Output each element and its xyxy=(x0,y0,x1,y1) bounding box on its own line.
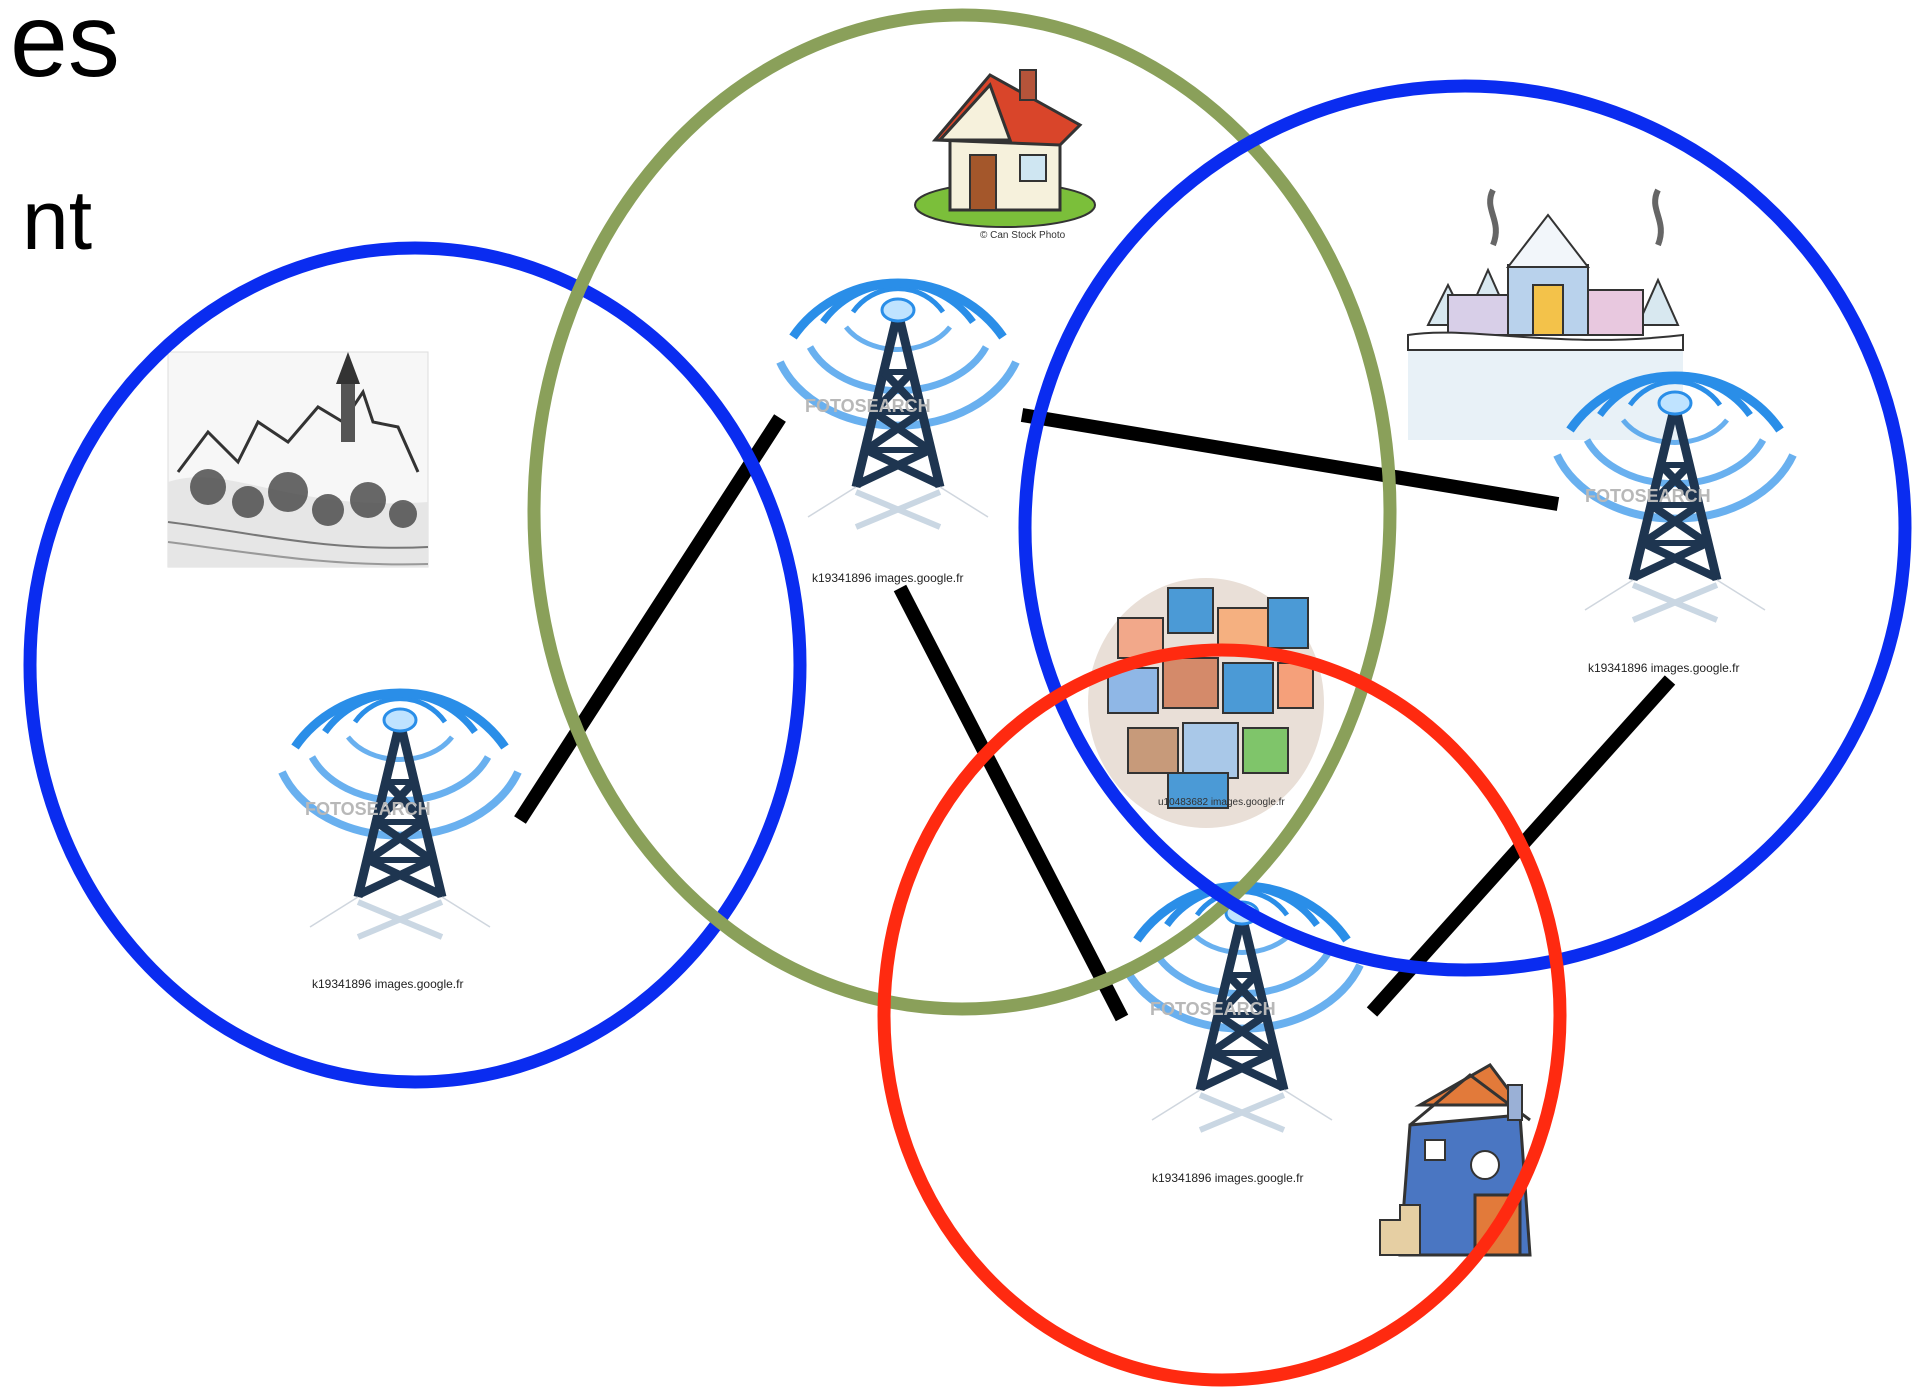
tower-watermark: FOTOSEARCH xyxy=(1150,999,1276,1019)
title-fragment: es xyxy=(10,0,120,99)
snowy-village-illustration xyxy=(1407,188,1684,440)
tower-caption: k19341896 images.google.fr xyxy=(1588,661,1739,675)
tower-caption: k19341896 images.google.fr xyxy=(812,571,963,585)
tower-caption: k19341896 images.google.fr xyxy=(1152,1171,1303,1185)
tower-caption: k19341896 images.google.fr xyxy=(312,977,463,991)
tower-watermark: FOTOSEARCH xyxy=(805,396,931,416)
colorful-town-illustration: u10483682 images.google.fr xyxy=(1088,578,1324,828)
tower-top-center: FOTOSEARCH k19341896 images.google.fr xyxy=(780,283,1016,585)
tower-left: FOTOSEARCH k19341896 images.google.fr xyxy=(282,693,518,991)
coverage-circles xyxy=(23,8,1912,1387)
tower-bottom: FOTOSEARCH k19341896 images.google.fr xyxy=(1124,886,1360,1185)
tower-watermark: FOTOSEARCH xyxy=(305,799,431,819)
village-sketch-illustration xyxy=(167,351,429,568)
town-caption: u10483682 images.google.fr xyxy=(1158,797,1285,808)
house-illustration: © Can Stock Photo xyxy=(914,69,1096,241)
link-center-right xyxy=(1020,408,1560,511)
coverage-circle-left xyxy=(23,241,807,1089)
coverage-circle-right xyxy=(1018,79,1912,977)
subtitle-fragment: nt xyxy=(22,173,93,267)
tower-watermark: FOTOSEARCH xyxy=(1585,486,1711,506)
crooked-house-illustration xyxy=(1379,1063,1532,1257)
link-left-center xyxy=(514,414,786,824)
house-caption: © Can Stock Photo xyxy=(980,230,1066,241)
coverage-circle-bottom xyxy=(877,643,1567,1387)
coverage-circle-top-center xyxy=(527,8,1397,1016)
tower-right: FOTOSEARCH k19341896 images.google.fr xyxy=(1557,376,1793,675)
link-center-bottom xyxy=(893,584,1129,1022)
